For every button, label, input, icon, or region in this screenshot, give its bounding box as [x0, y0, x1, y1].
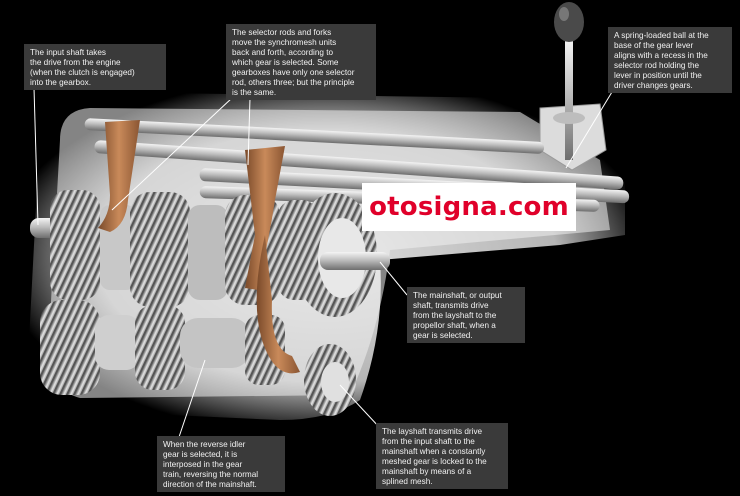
leader-mainshaft: [379, 261, 408, 296]
gear-lever: [539, 2, 607, 171]
callout-reverse-idler: When the reverse idler gear is selected,…: [157, 436, 285, 492]
leader-selector-rod-2: [247, 97, 251, 166]
callout-selector-rods: The selector rods and forks move the syn…: [226, 24, 376, 100]
selector-forks: [98, 120, 300, 374]
leader-input-shaft: [33, 87, 39, 226]
callout-input-shaft: The input shaft takes the drive from the…: [24, 44, 166, 90]
callout-spring-ball: A spring-loaded ball at the base of the …: [608, 27, 732, 93]
leader-selector-rod-1: [111, 97, 233, 211]
callout-layshaft: The layshaft transmits drive from the in…: [376, 423, 508, 489]
leader-spring-ball: [565, 91, 613, 169]
leader-layshaft: [339, 384, 381, 429]
leader-lines: [33, 87, 613, 441]
callout-mainshaft: The mainshaft, or output shaft, transmit…: [407, 287, 525, 343]
watermark-logo: otosigna.com: [362, 183, 576, 231]
leader-reverse-idler: [177, 359, 206, 441]
layshaft-gears: [40, 300, 356, 416]
